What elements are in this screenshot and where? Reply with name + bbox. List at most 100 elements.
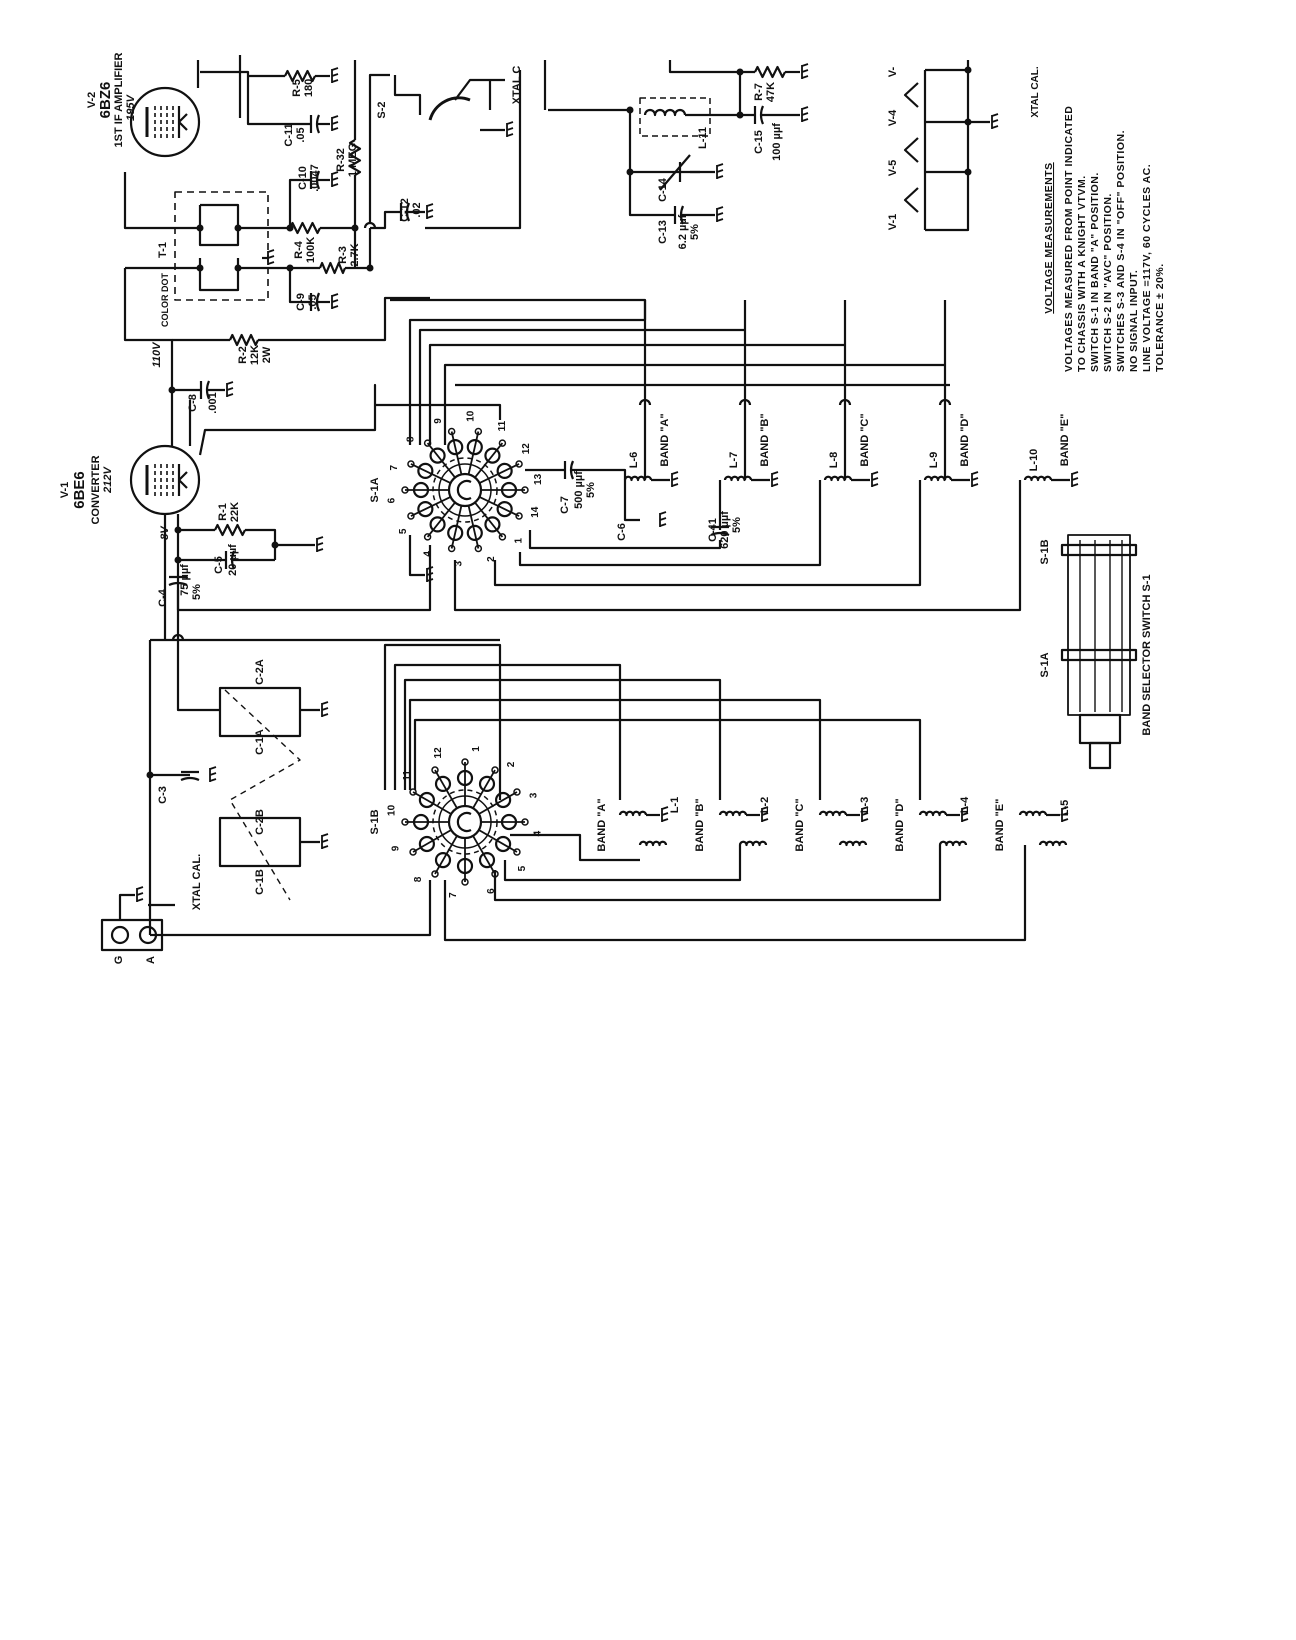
wire xyxy=(176,545,432,612)
switch-contact-number: 1 xyxy=(514,537,525,543)
c5-value: 20 µµf xyxy=(227,544,239,576)
r4-label: R-4 xyxy=(293,240,305,259)
ground-icon xyxy=(671,471,679,487)
ground-icon xyxy=(761,806,769,822)
v1-voltage: 212V xyxy=(102,465,114,493)
switch-caption: BAND SELECTOR SWITCH S-1 xyxy=(1141,574,1153,735)
inductor-coil xyxy=(823,475,853,482)
band-a-osc: BAND "A" xyxy=(659,413,671,466)
r32-value: 1 MEG xyxy=(347,143,359,177)
wire-crossover xyxy=(171,633,185,641)
r2-watt: 2W xyxy=(261,346,273,363)
band-b-osc: BAND "B" xyxy=(759,413,771,466)
wire xyxy=(246,76,310,126)
wire xyxy=(123,172,200,230)
c8-value: .001 xyxy=(207,392,219,413)
switch-contact xyxy=(496,462,513,480)
switch-contact xyxy=(447,439,464,456)
band-c-ant: BAND "C" xyxy=(794,798,806,851)
switch-contact xyxy=(484,447,501,464)
switch-terminal xyxy=(447,544,456,553)
switch-contact-number: 12 xyxy=(433,747,444,759)
switch-bushing xyxy=(1078,713,1122,745)
inductor-coil xyxy=(1038,840,1068,847)
ground-icon xyxy=(426,566,434,582)
inductor-coil xyxy=(738,840,768,847)
switch-contact xyxy=(418,791,435,809)
heater-filament xyxy=(903,187,919,213)
switch-wafer-s1a xyxy=(1060,648,1138,662)
wire xyxy=(623,480,640,522)
ground-icon xyxy=(961,806,969,822)
r1-label: R-1 xyxy=(217,503,229,521)
wire xyxy=(370,210,400,230)
wire xyxy=(425,70,522,230)
switch-terminal xyxy=(474,544,483,553)
switch-terminal xyxy=(401,818,409,826)
r2-label: R-2 xyxy=(237,346,249,364)
wire xyxy=(738,72,755,117)
wire xyxy=(288,268,310,304)
v1-function: CONVERTER xyxy=(90,455,102,524)
wire xyxy=(408,318,645,445)
wire xyxy=(408,535,425,577)
switch-rotor xyxy=(447,804,483,840)
inductor-coil xyxy=(938,840,968,847)
ground-icon xyxy=(331,67,339,83)
c13-value: 6.2 µµf xyxy=(677,214,689,249)
switch-terminal xyxy=(498,439,507,447)
band-selector-switch-body xyxy=(1067,534,1131,716)
junction-dot xyxy=(626,106,634,114)
switch-terminal xyxy=(513,848,521,856)
switch-contact-number: 4 xyxy=(533,830,544,836)
tube-cathode-heater xyxy=(177,106,188,138)
wire xyxy=(408,698,822,800)
ground-icon xyxy=(771,471,779,487)
wire xyxy=(454,78,505,101)
l4-label: L-4 xyxy=(959,796,971,813)
switch-contact-number: 14 xyxy=(530,506,541,518)
switch-contact xyxy=(417,500,434,518)
variable-cap-arrow xyxy=(659,154,691,191)
switch-contact xyxy=(434,852,452,869)
wire xyxy=(493,845,942,902)
v2-type: 6BZ6 xyxy=(97,82,114,119)
band-c-osc: BAND "C" xyxy=(859,413,871,466)
c1b-label: C-1B xyxy=(254,869,266,895)
switch-contact-number: 10 xyxy=(466,410,477,422)
switch-contact xyxy=(412,813,430,831)
switch-contact xyxy=(478,852,496,869)
l2-label: L-2 xyxy=(759,797,771,814)
switch-s1a-label: S-1A xyxy=(1039,652,1051,677)
v1-type: 6BE6 xyxy=(71,471,88,509)
c9-label: C-9 xyxy=(295,293,307,311)
resistor xyxy=(229,333,259,347)
ground-icon xyxy=(991,113,999,129)
switch-terminal xyxy=(409,848,417,856)
c10-value: .0047 xyxy=(309,164,321,192)
c13-tolerance: 5% xyxy=(689,224,701,240)
wire xyxy=(518,480,822,567)
c8-label: C-8 xyxy=(187,394,199,412)
inductor-coil xyxy=(818,810,848,817)
r5-label: R-5 xyxy=(291,79,303,97)
wire xyxy=(118,893,135,920)
ground-icon xyxy=(267,249,275,265)
ground-icon xyxy=(716,206,724,222)
switch-contact xyxy=(412,481,430,499)
switch-contact xyxy=(495,835,512,853)
heater-v4: V-4 xyxy=(887,109,899,126)
wire xyxy=(162,880,432,937)
ground-icon xyxy=(209,766,217,782)
wire xyxy=(453,480,1022,612)
inductor-coil xyxy=(1023,475,1053,482)
ground-icon xyxy=(226,381,234,397)
switch-s2-rotor xyxy=(428,96,471,121)
band-selector-switch-labels: S-1B S-1A BAND SELECTOR SWITCH S-1 xyxy=(1039,539,1153,735)
r4-value: 100K xyxy=(305,237,317,263)
ground-icon xyxy=(971,471,979,487)
v2-function: 1ST IF AMPLIFIER xyxy=(113,52,125,147)
v1-ref: V-1 xyxy=(59,482,71,499)
wire xyxy=(443,845,1027,942)
